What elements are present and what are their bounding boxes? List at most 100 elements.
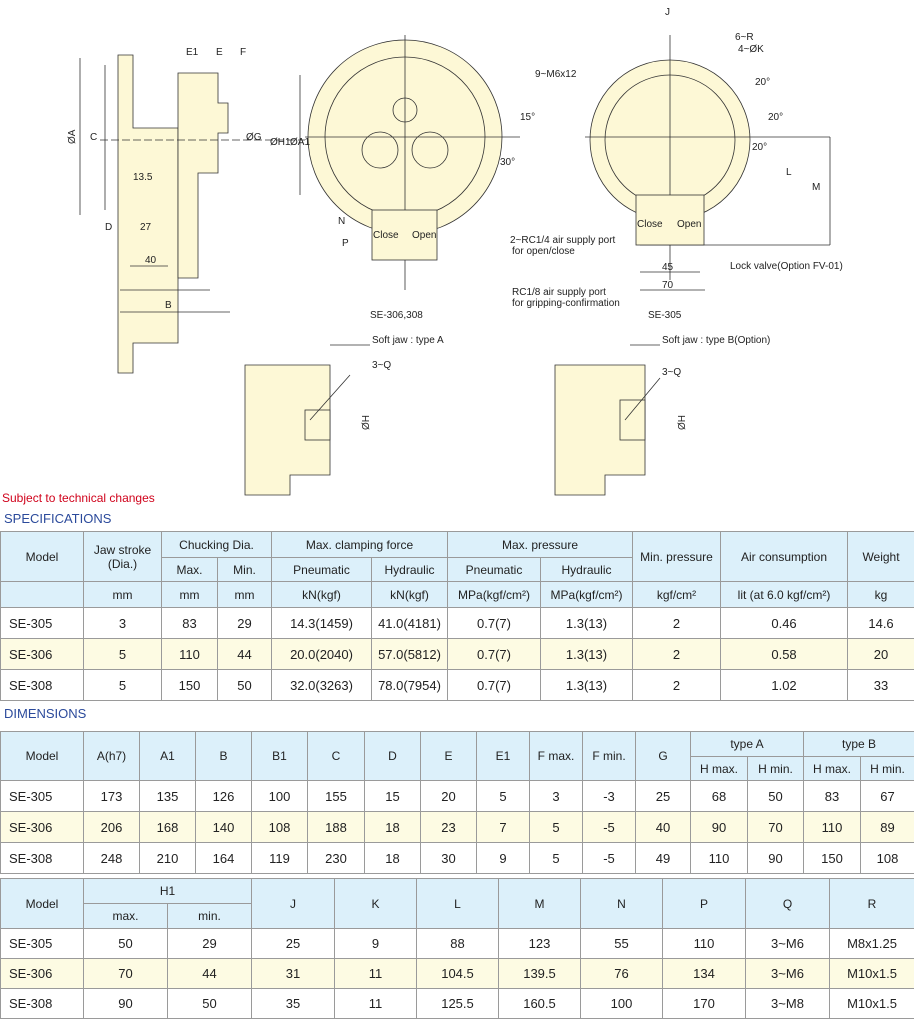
model-cell: SE-308 (1, 843, 84, 874)
drawing-label: for gripping-confirmation (512, 298, 620, 309)
column-header: mm (162, 582, 218, 608)
value-cell: 50 (748, 781, 804, 812)
value-cell: 0.46 (721, 608, 848, 639)
drawing-label: ØH1 (270, 137, 291, 148)
value-cell: -3 (583, 781, 636, 812)
drawing-label: 15° (520, 112, 535, 123)
dimensions-heading: DIMENSIONS (4, 706, 86, 721)
value-cell: 135 (140, 781, 196, 812)
value-cell: 119 (252, 843, 308, 874)
value-cell: 55 (581, 929, 663, 959)
model-cell: SE-306 (1, 959, 84, 989)
column-header: min. (168, 904, 252, 929)
value-cell: 0.7(7) (448, 639, 541, 670)
specifications-heading: SPECIFICATIONS (4, 511, 111, 526)
value-cell: -5 (583, 843, 636, 874)
value-cell: 20 (421, 781, 477, 812)
value-cell: 41.0(4181) (372, 608, 448, 639)
value-cell: 104.5 (417, 959, 499, 989)
model-cell: SE-308 (1, 670, 84, 701)
value-cell: 78.0(7954) (372, 670, 448, 701)
model-cell: SE-306 (1, 812, 84, 843)
column-header: Hydraulic (541, 558, 633, 582)
value-cell: 31 (252, 959, 335, 989)
value-cell: 0.7(7) (448, 670, 541, 701)
column-header: Min. pressure (633, 532, 721, 582)
value-cell: 248 (84, 843, 140, 874)
value-cell: 14.3(1459) (272, 608, 372, 639)
value-cell: 0.58 (721, 639, 848, 670)
value-cell: 1.3(13) (541, 670, 633, 701)
drawing-label: 70 (662, 280, 674, 291)
drawing-label: SE-305 (648, 310, 682, 321)
drawing-label: RC1/8 air supply port (512, 287, 606, 298)
value-cell: 155 (308, 781, 365, 812)
drawing-label: Close (373, 230, 399, 241)
value-cell: 90 (84, 989, 168, 1019)
drawing-label: 20° (752, 142, 767, 153)
column-header: Air consumption (721, 532, 848, 582)
value-cell: 20.0(2040) (272, 639, 372, 670)
drawing-label: 20° (755, 77, 770, 88)
value-cell: 108 (252, 812, 308, 843)
drawing-label: ØH (361, 415, 372, 430)
drawing-label: 9~M6x12 (535, 69, 577, 80)
column-header: H min. (861, 757, 914, 781)
column-header: kN(kgf) (372, 582, 448, 608)
value-cell: 139.5 (499, 959, 581, 989)
drawing-label: ØH (677, 415, 688, 430)
column-header: D (365, 732, 421, 781)
value-cell: 100 (252, 781, 308, 812)
column-header: MPa(kgf/cm²) (541, 582, 633, 608)
value-cell: 44 (218, 639, 272, 670)
column-header: C (308, 732, 365, 781)
column-header (1, 582, 84, 608)
value-cell: M8x1.25 (830, 929, 914, 959)
value-cell: 15 (365, 781, 421, 812)
value-cell: 1.3(13) (541, 639, 633, 670)
value-cell: 20 (848, 639, 914, 670)
technical-changes-note: Subject to technical changes (2, 491, 155, 505)
drawing-label: M (812, 182, 820, 193)
value-cell: 126 (196, 781, 252, 812)
value-cell: 29 (168, 929, 252, 959)
drawing-label: Open (677, 219, 701, 230)
drawing-label: L (786, 167, 792, 178)
drawing-label: 6~R (735, 32, 754, 43)
column-header: Max. clamping force (272, 532, 448, 558)
column-header: R (830, 879, 914, 929)
drawing-label: F (240, 47, 246, 58)
drawing-label: Soft jaw : type A (372, 335, 444, 346)
side-view-body (118, 55, 178, 373)
drawing-label: P (342, 238, 349, 249)
column-header: Pneumatic (448, 558, 541, 582)
value-cell: 68 (691, 781, 748, 812)
drawing-label: ØG (246, 132, 262, 143)
drawing-label: ØA1 (290, 137, 310, 148)
column-header: H max. (804, 757, 861, 781)
value-cell: 1.02 (721, 670, 848, 701)
value-cell: 90 (691, 812, 748, 843)
value-cell: 0.7(7) (448, 608, 541, 639)
value-cell: 2 (633, 608, 721, 639)
value-cell: 88 (417, 929, 499, 959)
value-cell: 5 (530, 843, 583, 874)
value-cell: 188 (308, 812, 365, 843)
value-cell: 18 (365, 843, 421, 874)
drawing-label: J (665, 7, 670, 18)
column-header: M (499, 879, 581, 929)
value-cell: 32.0(3263) (272, 670, 372, 701)
value-cell: 2 (633, 670, 721, 701)
value-cell: 206 (84, 812, 140, 843)
drawing-label: Open (412, 230, 436, 241)
drawing-label: 13.5 (133, 172, 153, 183)
